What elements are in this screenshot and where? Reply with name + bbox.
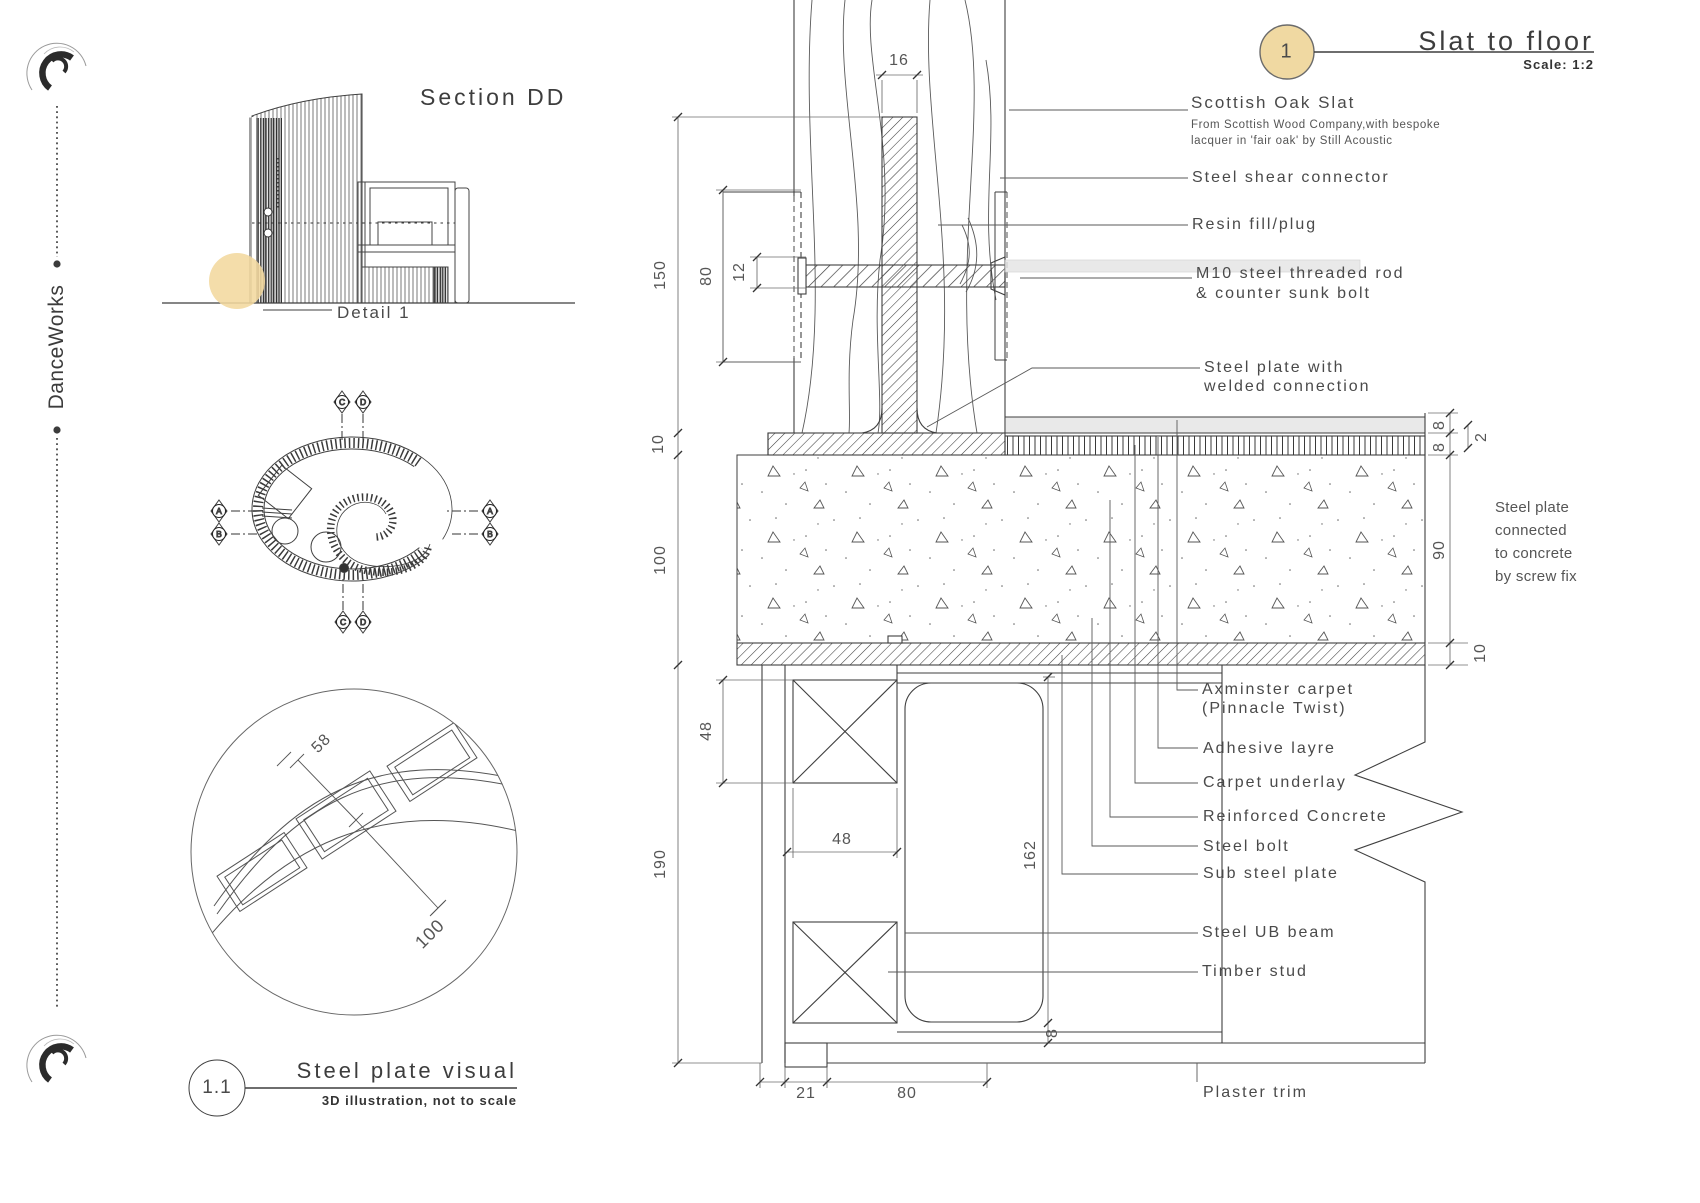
dim-162: 162 [1021, 840, 1039, 870]
sidebar-dot-bottom [53, 426, 61, 434]
screw-fix-note: Steel plate connected to concrete by scr… [1495, 496, 1577, 588]
marker-letter: C [339, 397, 345, 407]
dim-r8a: 8 [1430, 420, 1448, 430]
brand-logo-bottom-icon [27, 1035, 86, 1082]
dim-150: 150 [651, 260, 669, 290]
marker-letter: B [216, 529, 222, 539]
annotation-rod-line2: & counter sunk bolt [1196, 285, 1371, 302]
annotation-adhesive: Adhesive layre [1203, 740, 1336, 757]
section-marker-bottom-c: C [334, 610, 352, 634]
dim-r2: 2 [1472, 432, 1490, 442]
sidebar-dot-top [53, 260, 61, 268]
dim-190: 190 [651, 849, 669, 879]
dim-80: 80 [697, 266, 715, 286]
title-block-graphics [1259, 24, 1594, 80]
annotation-sub-plate: Sub steel plate [1203, 865, 1339, 882]
section-marker-left-a: A [210, 499, 228, 523]
dim-8: 8 [1043, 1028, 1061, 1038]
brand-logo-top-icon [27, 43, 86, 90]
annotation-concrete: Reinforced Concrete [1203, 808, 1388, 825]
dim-48-vert: 48 [697, 721, 715, 741]
marker-letter: C [340, 617, 346, 627]
annotation-welded-plate-line2: welded connection [1204, 378, 1371, 395]
figure-plan-view: A B A B C D C [210, 390, 499, 634]
annotation-plaster-trim: Plaster trim [1203, 1084, 1308, 1101]
annotation-oak-slat-sub1: From Scottish Wood Company,with bespoke [1191, 119, 1441, 131]
figure-steel-plate-visual [188, 688, 518, 1117]
dim-r90: 90 [1430, 540, 1448, 560]
dim-10: 10 [649, 434, 667, 454]
section-marker-right-a: A [481, 499, 499, 523]
dim-12: 12 [730, 262, 748, 282]
annotation-ub-beam: Steel UB beam [1202, 924, 1336, 941]
annotation-carpet-line1: Axminster carpet [1202, 681, 1355, 698]
figure-main-detail [672, 0, 1473, 1088]
marker-letter: D [360, 397, 366, 407]
annotation-resin: Resin fill/plug [1192, 216, 1318, 233]
annotation-steel-bolt: Steel bolt [1203, 838, 1290, 855]
figure-section-dd [162, 93, 575, 311]
spv-title: Steel plate visual [296, 1058, 517, 1083]
section-dd-title: Section DD [420, 84, 567, 110]
sheet-number: 1 [1280, 40, 1294, 63]
marker-letter: A [487, 506, 493, 516]
detail-1-label: Detail 1 [337, 303, 411, 322]
annotation-rod-line1: M10 steel threaded rod [1196, 265, 1405, 282]
detail-1-marker [209, 253, 265, 309]
dim-r10: 10 [1471, 643, 1489, 663]
annotation-timber-stud: Timber stud [1202, 963, 1308, 980]
spv-number: 1.1 [202, 1077, 232, 1099]
marker-letter: A [216, 506, 222, 516]
dim-16: 16 [889, 51, 909, 69]
note-line4: by screw fix [1495, 568, 1577, 585]
dim-21: 21 [796, 1084, 816, 1102]
section-marker-bottom-d: D [354, 610, 372, 634]
annotation-welded-plate-line1: Steel plate with [1204, 359, 1345, 376]
dim-80-bottom: 80 [897, 1084, 917, 1102]
marker-letter: B [487, 529, 493, 539]
note-line1: Steel plate [1495, 499, 1570, 516]
spv-subtitle: 3D illustration, not to scale [321, 1093, 517, 1108]
annotation-carpet-line2: (Pinnacle Twist) [1202, 700, 1347, 717]
section-marker-left-b: B [210, 522, 228, 546]
annotation-oak-slat: Scottish Oak Slat [1191, 93, 1356, 112]
annotation-oak-slat-sub2: lacquer in 'fair oak' by Still Acoustic [1191, 135, 1393, 147]
dim-100: 100 [651, 545, 669, 575]
section-marker-top-c: C [333, 390, 351, 414]
brand-name: DanceWorks [44, 284, 68, 410]
annotation-underlay: Carpet underlay [1203, 774, 1347, 791]
annotation-shear-connector: Steel shear connector [1192, 169, 1390, 186]
scale-label: Scale: 1:2 [1523, 57, 1594, 72]
note-line3: to concrete [1495, 545, 1573, 562]
note-line2: connected [1495, 522, 1567, 539]
dim-48-horiz: 48 [832, 830, 852, 848]
dim-r8b: 8 [1430, 442, 1448, 452]
page-title: Slat to floor [1418, 26, 1594, 56]
marker-letter: D [360, 617, 366, 627]
section-marker-right-b: B [481, 522, 499, 546]
section-marker-top-d: D [354, 390, 372, 414]
